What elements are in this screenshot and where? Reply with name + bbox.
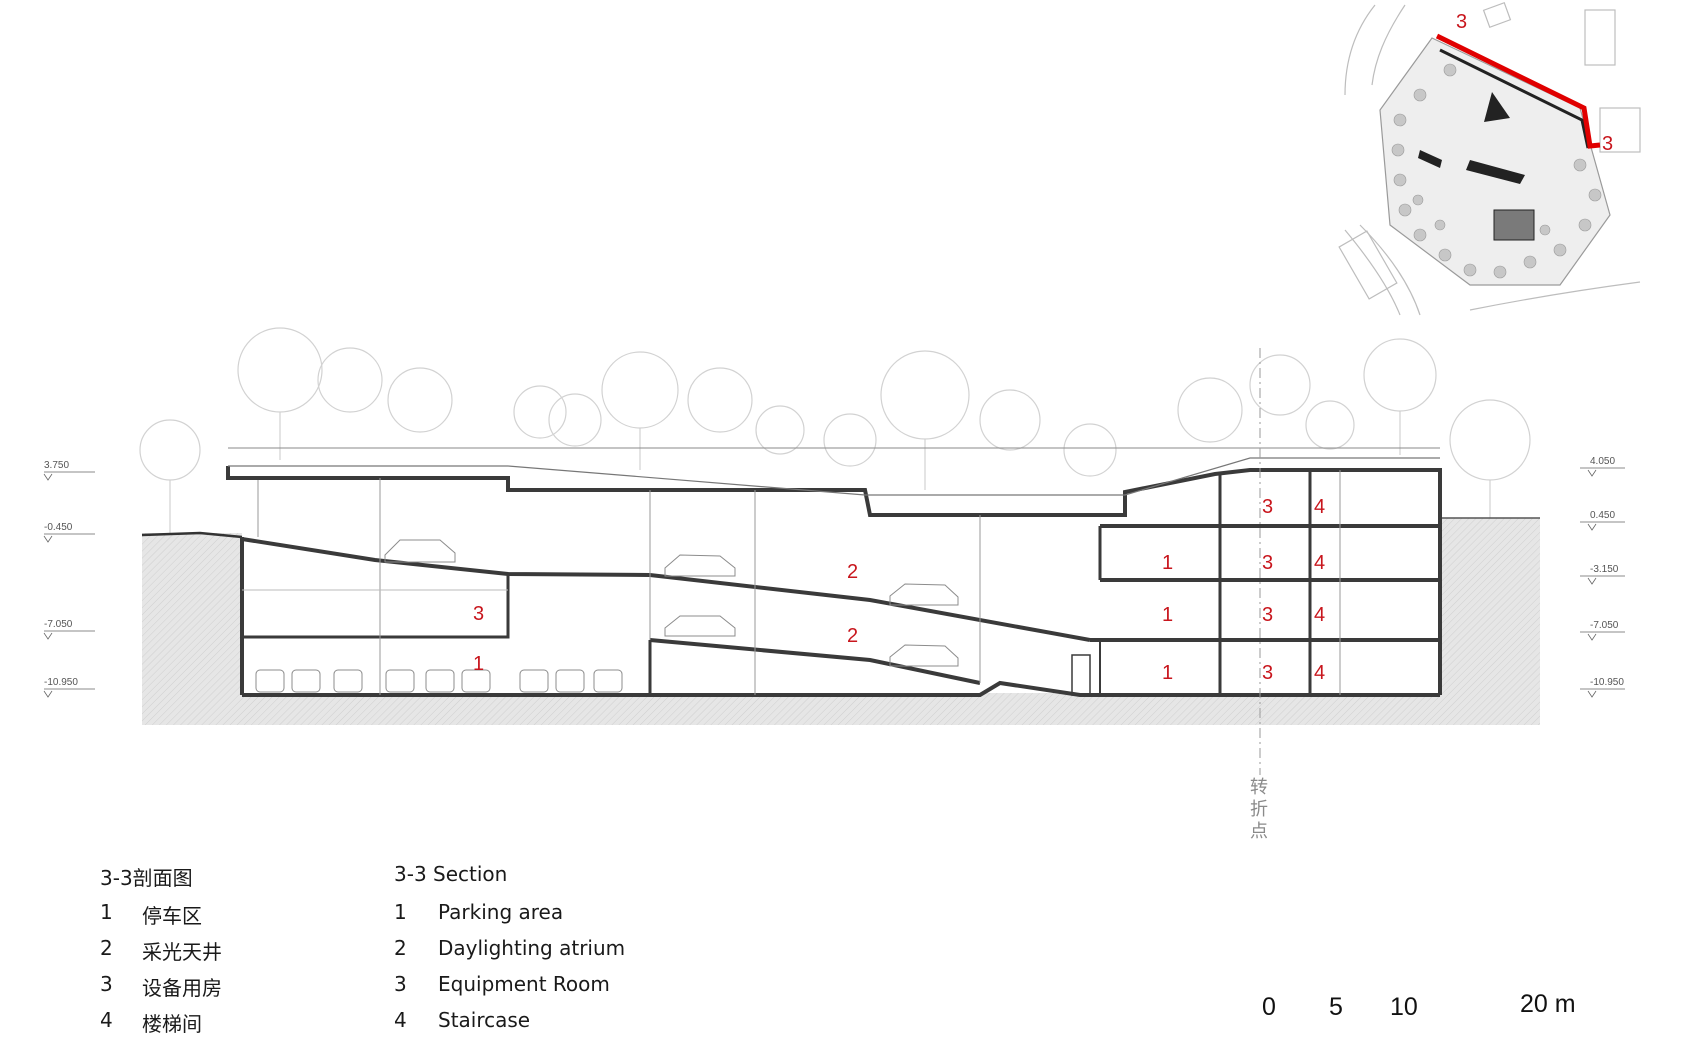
section-label: 1 <box>1162 662 1173 684</box>
svg-text:4.050: 4.050 <box>1590 456 1615 467</box>
svg-text:-0.450: -0.450 <box>44 522 73 533</box>
turning-point-label: 转 折 点 <box>1250 777 1268 842</box>
elevations-left: 3.750 -0.450 -7.050 -10.950 <box>43 460 95 698</box>
svg-text:-7.050: -7.050 <box>44 619 73 630</box>
section-labels: 3 4 1 3 4 1 3 4 1 3 4 2 2 3 1 <box>473 496 1325 684</box>
svg-text:-10.950: -10.950 <box>1590 677 1624 688</box>
section-label: 4 <box>1314 496 1325 518</box>
keyplan-label-3-right: 3 <box>1602 133 1613 155</box>
section-label: 3 <box>1262 662 1273 684</box>
legend-cn-title: 3-3剖面图 <box>100 866 193 890</box>
legend-en-title: 3-3 Section <box>394 862 508 886</box>
section-label: 3 <box>473 603 484 625</box>
section-label: 4 <box>1314 662 1325 684</box>
section-label: 3 <box>1262 552 1273 574</box>
svg-text:点: 点 <box>1250 821 1268 842</box>
section-label: 1 <box>473 653 484 675</box>
section-label: 2 <box>847 561 858 583</box>
keyplan-label-3-top: 3 <box>1456 11 1467 33</box>
svg-text:0.450: 0.450 <box>1590 510 1615 521</box>
elevations-right: 4.050 0.450 -3.150 -7.050 -10.950 <box>1580 456 1625 698</box>
scale-bar: 0 5 10 <box>1262 993 1418 1021</box>
svg-text:3.750: 3.750 <box>44 460 69 471</box>
section-label: 1 <box>1162 604 1173 626</box>
scale-tick-0: 0 <box>1262 993 1276 1021</box>
key-plan: 3 3 <box>1338 2 1641 316</box>
section-label: 3 <box>1262 496 1273 518</box>
section-label: 4 <box>1314 604 1325 626</box>
building-structure <box>226 447 1442 697</box>
parked-cars <box>255 539 959 693</box>
svg-text:-3.150: -3.150 <box>1590 564 1619 575</box>
scale-tick-10: 10 <box>1390 993 1418 1021</box>
tree-silhouettes <box>139 327 1531 535</box>
section-label: 1 <box>1162 552 1173 574</box>
svg-text:-7.050: -7.050 <box>1590 620 1619 631</box>
scale-tick-5: 5 <box>1329 993 1343 1021</box>
section-label: 2 <box>847 625 858 647</box>
scale-tick-20: 20 m <box>1520 990 1576 1018</box>
section-label: 4 <box>1314 552 1325 574</box>
section-label: 3 <box>1262 604 1273 626</box>
svg-text:折: 折 <box>1250 799 1268 820</box>
svg-text:-10.950: -10.950 <box>44 677 78 688</box>
svg-text:转: 转 <box>1250 777 1268 798</box>
